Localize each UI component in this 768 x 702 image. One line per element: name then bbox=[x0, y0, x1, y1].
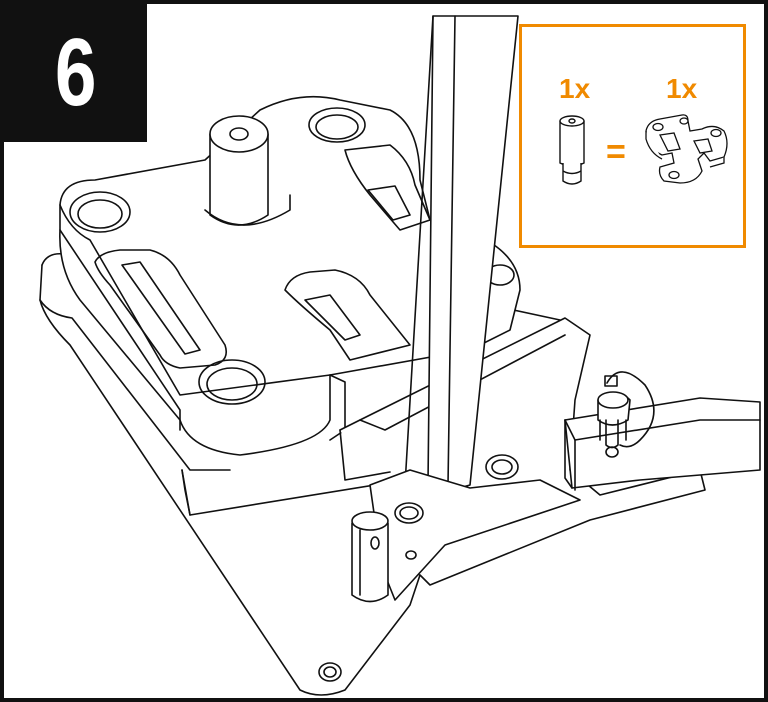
pin-icon bbox=[559, 115, 585, 185]
pivot-pin-icon bbox=[351, 511, 389, 603]
equals-sign: = bbox=[606, 133, 626, 171]
bracket-quantity: 1x bbox=[666, 73, 698, 104]
center-pin-icon bbox=[204, 115, 291, 226]
step-number-badge: 6 bbox=[4, 4, 147, 142]
step-number: 6 bbox=[54, 19, 97, 126]
base-plate-icon bbox=[39, 252, 576, 696]
hitch-pin-clip-icon bbox=[597, 371, 655, 458]
pin-quantity: 1x bbox=[559, 73, 591, 104]
bracket-plate-icon bbox=[645, 114, 728, 184]
parts-callout: 1x 1x = bbox=[519, 24, 746, 248]
hitch-tube-icon bbox=[564, 397, 761, 491]
mounting-block-icon bbox=[59, 95, 521, 456]
